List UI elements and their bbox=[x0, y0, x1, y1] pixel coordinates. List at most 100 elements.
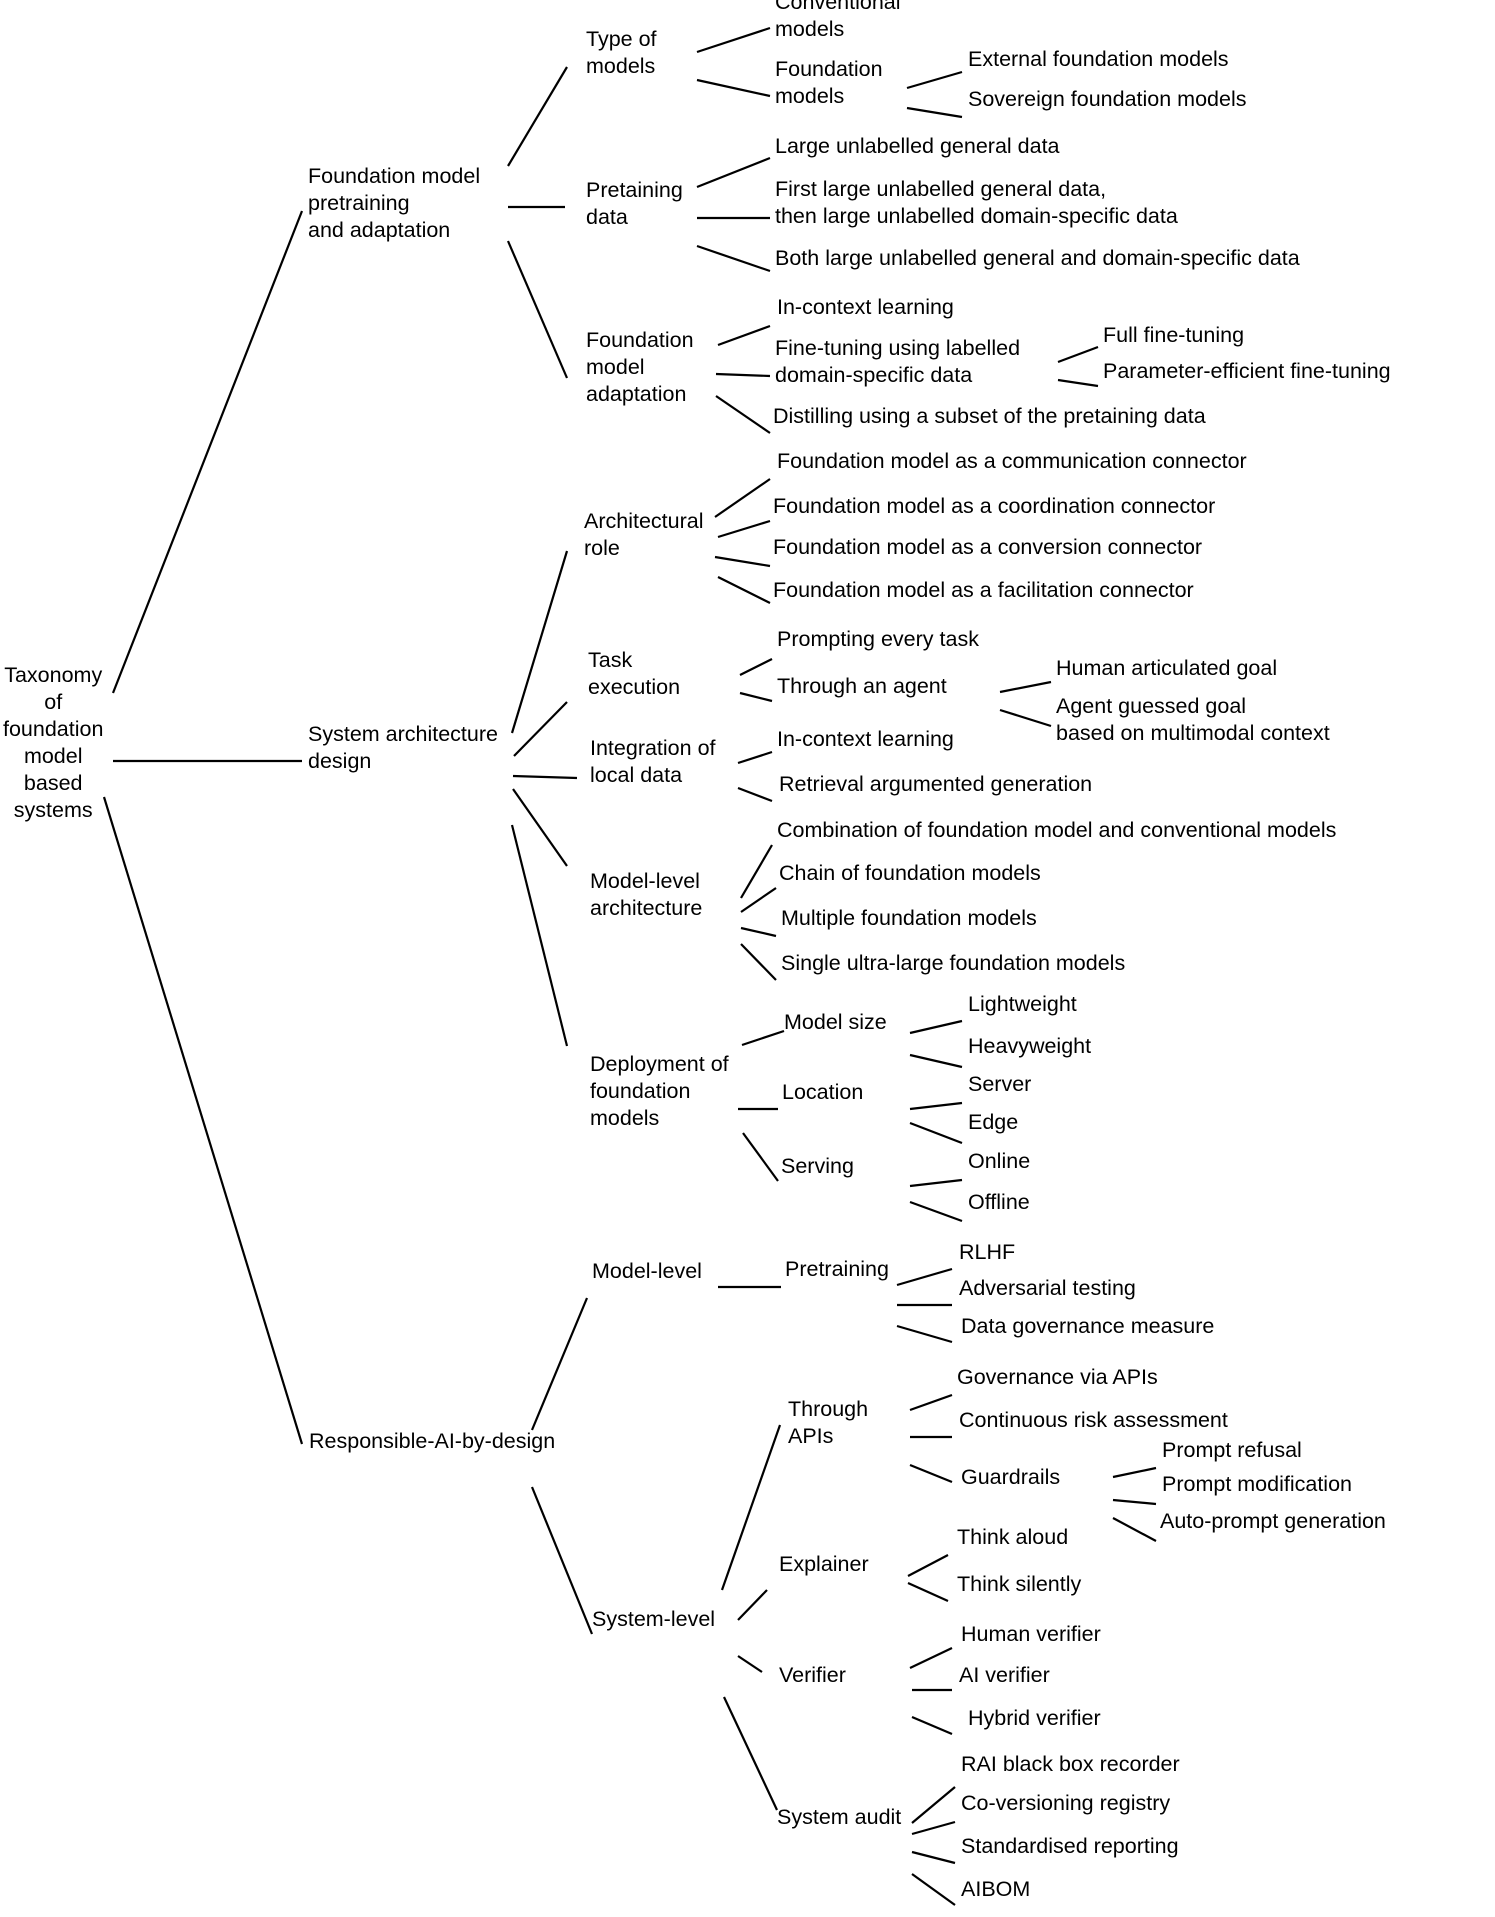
leaf-ai-verifier: AI verifier bbox=[959, 1662, 1050, 1689]
leaf-lightweight: Lightweight bbox=[968, 991, 1077, 1018]
leaf-rlhf-line: RLHF bbox=[959, 1240, 1016, 1264]
leaf-conversion-connector-line: Foundation model as a conversion connect… bbox=[773, 535, 1203, 559]
connector-line-61 bbox=[1112, 1517, 1157, 1542]
connector-line-34 bbox=[740, 887, 777, 913]
leaf-multiple-models: Multiple foundation models bbox=[781, 905, 1037, 932]
leaf-parameter-efficient-fine-tuning: Parameter-efficient fine-tuning bbox=[1103, 358, 1391, 385]
node-system-level-line: System-level bbox=[592, 1607, 716, 1631]
connector-line-56 bbox=[909, 1393, 953, 1412]
leaf-server-line: Server bbox=[968, 1072, 1032, 1096]
connector-line-5 bbox=[506, 240, 569, 379]
node-foundation-model-adaptation-line: Foundation bbox=[586, 328, 694, 352]
node-location: Location bbox=[782, 1079, 863, 1106]
node-serving-line: Serving bbox=[781, 1154, 854, 1178]
leaf-communication-connector: Foundation model as a communication conn… bbox=[777, 448, 1247, 475]
connector-line-70 bbox=[911, 1873, 956, 1906]
connector-line-51 bbox=[896, 1324, 953, 1344]
node-responsible-ai-line: Responsible-AI-by-design bbox=[309, 1429, 556, 1453]
leaf-human-verifier: Human verifier bbox=[961, 1621, 1101, 1648]
leaf-retrieval-generation: Retrieval argumented generation bbox=[779, 771, 1092, 798]
node-model-level-architecture-line: architecture bbox=[590, 896, 703, 920]
connector-line-2 bbox=[102, 796, 304, 1445]
connector-line-16 bbox=[1057, 345, 1099, 364]
leaf-large-unlabelled-general-data: Large unlabelled general data bbox=[775, 133, 1060, 160]
leaf-conversion-connector: Foundation model as a conversion connect… bbox=[773, 534, 1202, 561]
connector-line-15 bbox=[715, 395, 771, 434]
connector-line-32 bbox=[737, 786, 773, 803]
root-taxonomy-line: of bbox=[44, 690, 63, 714]
connector-line-49 bbox=[896, 1267, 953, 1287]
connector-line-18 bbox=[510, 550, 569, 734]
connector-line-25 bbox=[714, 555, 771, 568]
node-pretraining-line: Pretraining bbox=[785, 1257, 889, 1281]
node-foundation-model-adaptation-line: adaptation bbox=[586, 382, 687, 406]
leaf-chain-of-models-line: Chain of foundation models bbox=[779, 861, 1041, 885]
leaf-coordination-connector-line: Foundation model as a coordination conne… bbox=[773, 494, 1216, 518]
leaf-human-articulated-goal-line: Human articulated goal bbox=[1056, 656, 1278, 680]
node-through-an-agent: Through an agent bbox=[777, 673, 947, 700]
node-system-architecture-line: System architecture bbox=[308, 722, 498, 746]
leaf-distilling: Distilling using a subset of the pretain… bbox=[773, 403, 1206, 430]
leaf-think-aloud-line: Think aloud bbox=[957, 1525, 1069, 1549]
connector-line-52 bbox=[720, 1424, 782, 1591]
connector-line-27 bbox=[739, 658, 773, 676]
connector-line-58 bbox=[909, 1463, 953, 1484]
node-guardrails-line: Guardrails bbox=[961, 1465, 1061, 1489]
leaf-auto-prompt-generation: Auto-prompt generation bbox=[1160, 1508, 1386, 1535]
root-taxonomy-line: foundation bbox=[3, 717, 104, 741]
node-type-of-models-line: Type of bbox=[586, 27, 657, 51]
leaf-prompt-refusal: Prompt refusal bbox=[1162, 1437, 1302, 1464]
node-fine-tuning-line: Fine-tuning using labelled bbox=[775, 336, 1021, 360]
leaf-rai-black-box-recorder: RAI black box recorder bbox=[961, 1751, 1180, 1778]
leaf-sovereign-foundation-models: Sovereign foundation models bbox=[968, 86, 1247, 113]
connector-line-0 bbox=[111, 210, 304, 694]
node-architectural-role-line: Architectural bbox=[584, 509, 704, 533]
root-taxonomy-line: systems bbox=[13, 798, 93, 822]
connector-line-17 bbox=[1057, 378, 1099, 388]
leaf-conventional-models-line: Conventional bbox=[775, 0, 901, 14]
connector-line-43 bbox=[909, 1121, 963, 1145]
leaf-think-silently-line: Think silently bbox=[957, 1572, 1082, 1596]
connector-line-40 bbox=[909, 1019, 963, 1035]
leaf-prompt-modification-line: Prompt modification bbox=[1162, 1472, 1352, 1496]
connector-line-23 bbox=[714, 478, 771, 518]
leaf-continuous-risk-assessment-line: Continuous risk assessment bbox=[959, 1408, 1228, 1432]
leaf-large-unlabelled-general-data-line: Large unlabelled general data bbox=[775, 134, 1060, 158]
leaf-adversarial-testing: Adversarial testing bbox=[959, 1275, 1136, 1302]
leaf-edge: Edge bbox=[968, 1109, 1018, 1136]
leaf-data-governance-line: Data governance measure bbox=[961, 1314, 1215, 1338]
connector-line-41 bbox=[909, 1053, 963, 1069]
connector-line-68 bbox=[911, 1820, 956, 1836]
leaf-facilitation-connector-line: Foundation model as a facilitation conne… bbox=[773, 578, 1194, 602]
leaf-data-governance: Data governance measure bbox=[961, 1313, 1214, 1340]
leaf-ai-verifier-line: AI verifier bbox=[959, 1663, 1050, 1687]
connector-line-3 bbox=[507, 66, 568, 167]
connector-line-53 bbox=[737, 1589, 768, 1621]
leaf-co-versioning-registry-line: Co-versioning registry bbox=[961, 1791, 1171, 1815]
node-system-audit-line: System audit bbox=[777, 1805, 902, 1829]
connector-line-19 bbox=[513, 701, 568, 757]
node-pretraining-adaptation-line: and adaptation bbox=[308, 218, 451, 242]
leaf-distilling-line: Distilling using a subset of the pretain… bbox=[773, 404, 1206, 428]
leaf-think-aloud: Think aloud bbox=[957, 1524, 1068, 1551]
leaf-human-articulated-goal: Human articulated goal bbox=[1056, 655, 1277, 682]
connector-line-62 bbox=[907, 1554, 949, 1577]
connector-line-9 bbox=[906, 106, 963, 119]
leaf-prompting-every-task-line: Prompting every task bbox=[777, 627, 979, 651]
connector-line-60 bbox=[1112, 1498, 1157, 1506]
connector-line-31 bbox=[737, 750, 773, 765]
connector-line-45 bbox=[909, 1200, 963, 1223]
leaf-governance-via-apis: Governance via APIs bbox=[957, 1364, 1158, 1391]
connector-line-55 bbox=[723, 1696, 778, 1811]
node-system-audit: System audit bbox=[777, 1804, 901, 1831]
node-location-line: Location bbox=[782, 1080, 864, 1104]
